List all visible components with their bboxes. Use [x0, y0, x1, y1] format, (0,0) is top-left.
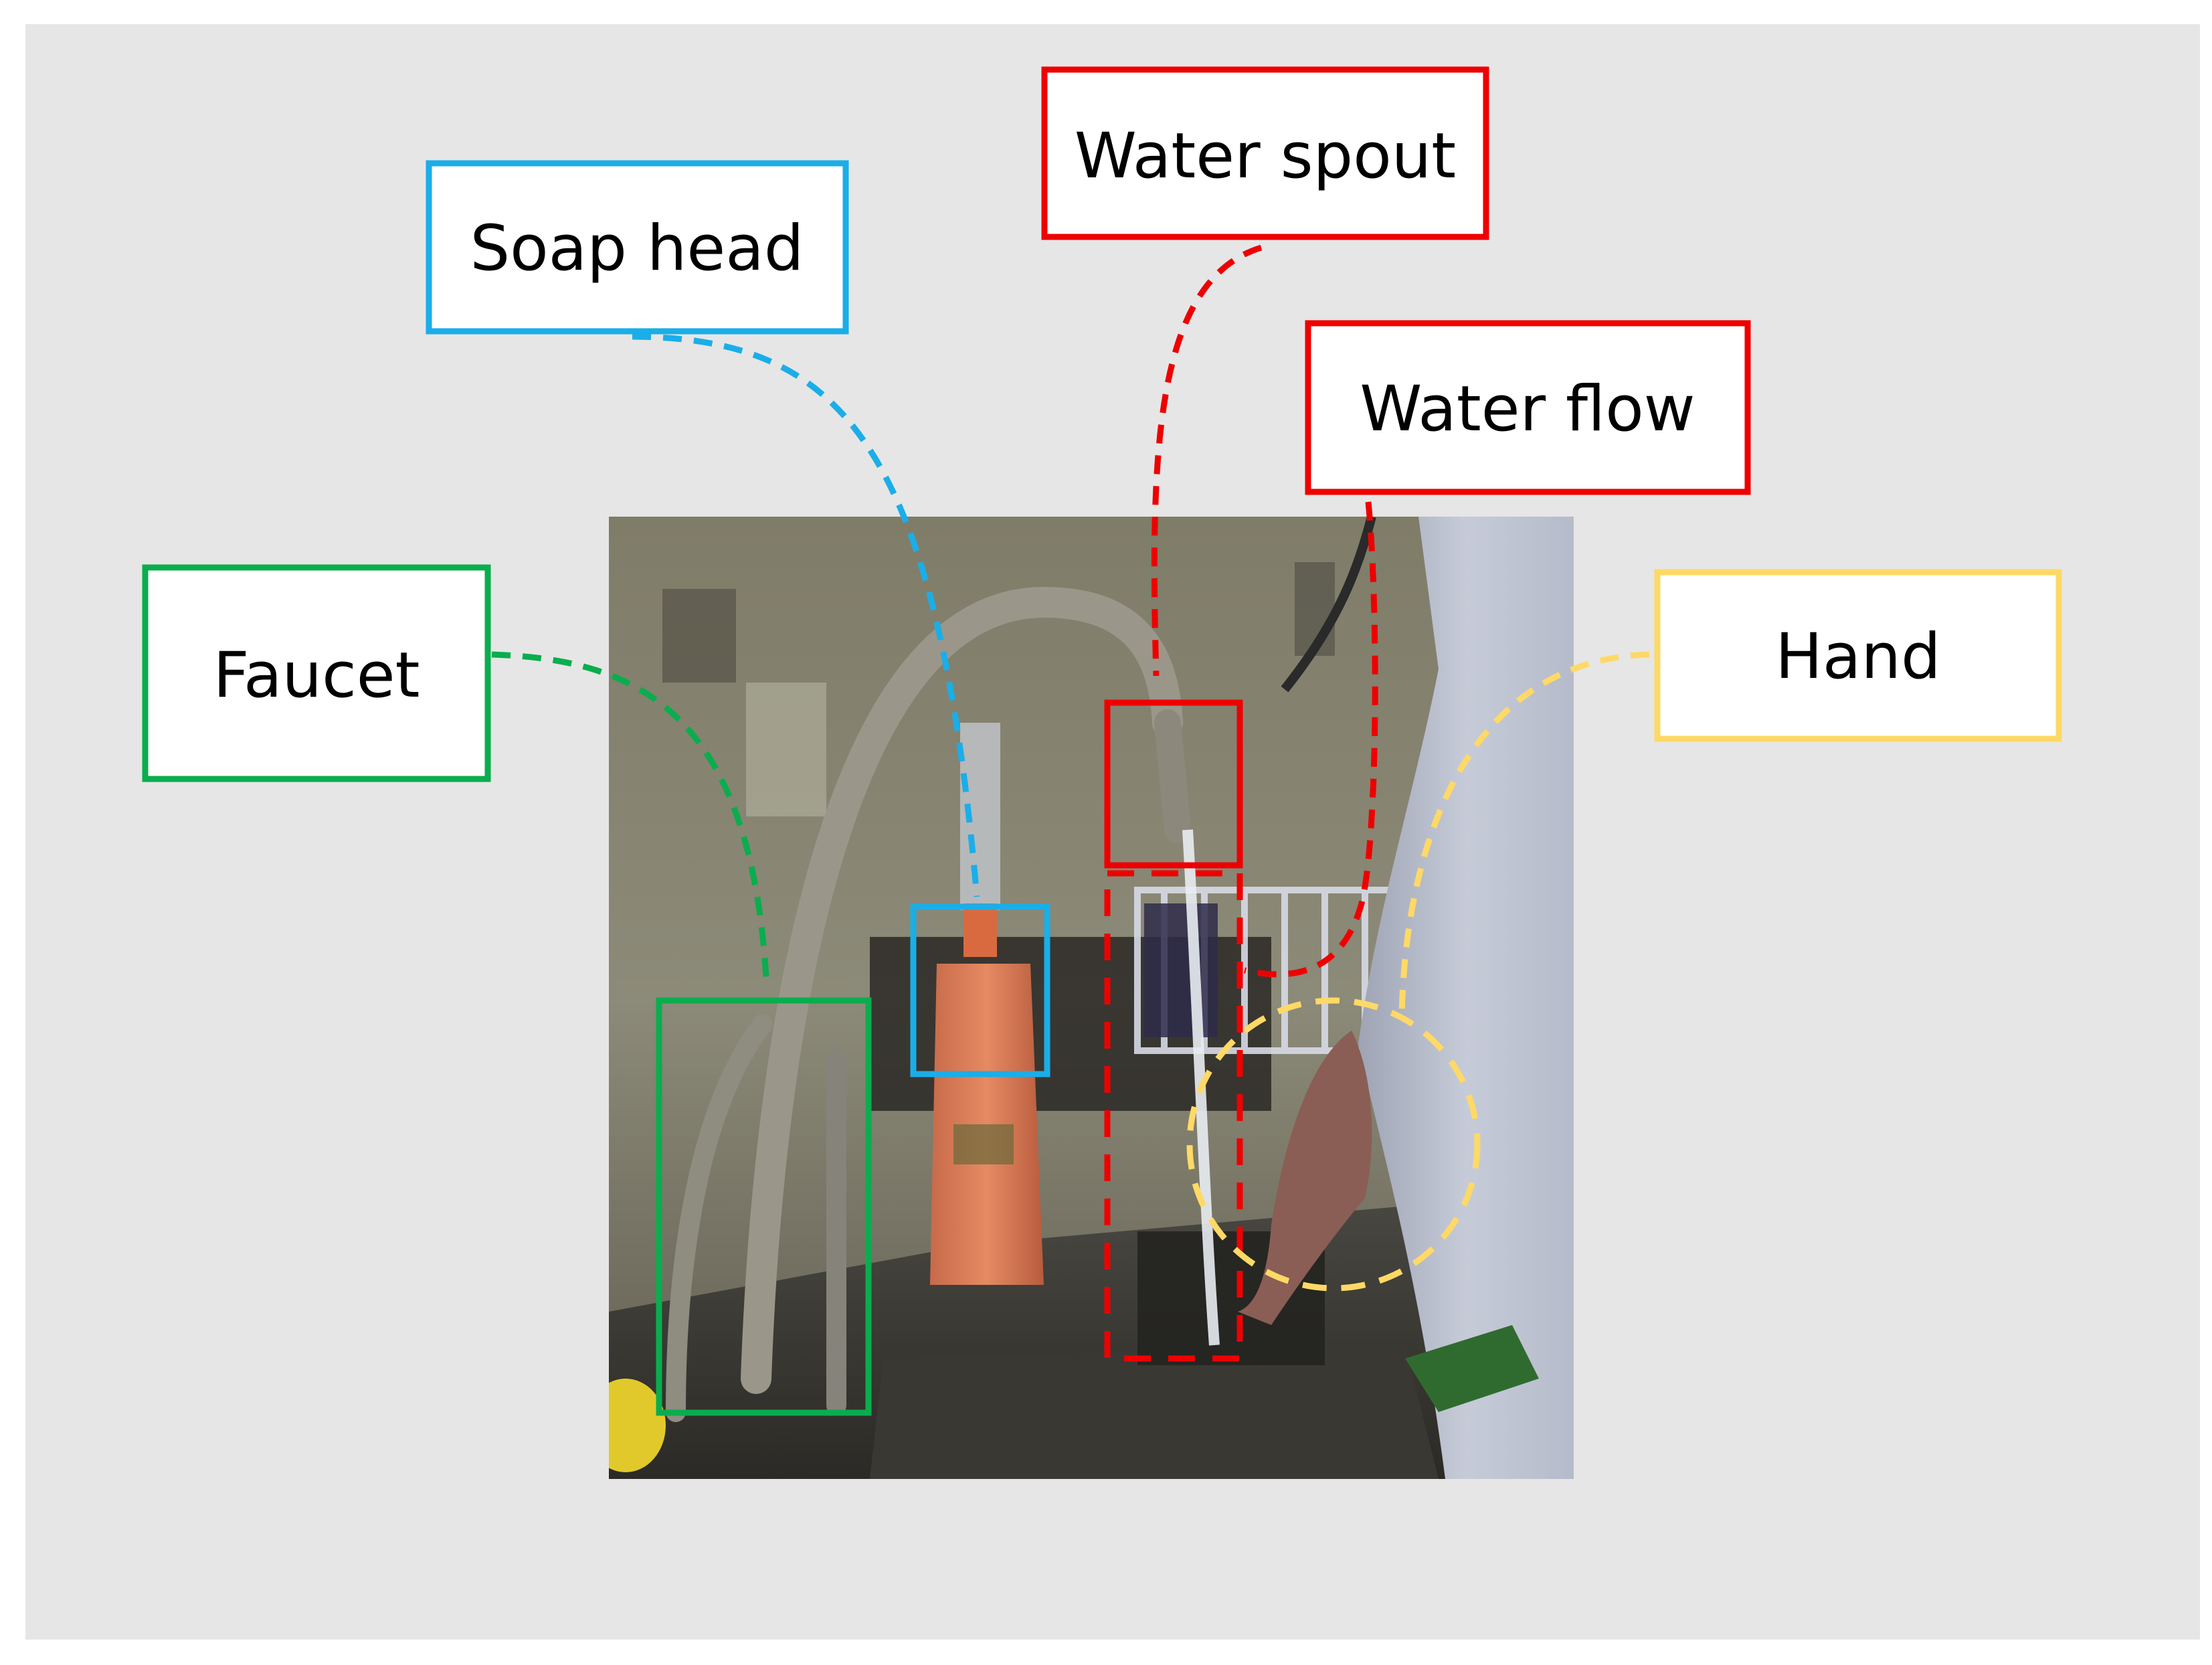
- faucet-bounding-box: [656, 997, 872, 1416]
- faucet-annotation: Faucet: [142, 564, 872, 1416]
- soap-head-leader-line: [632, 333, 980, 897]
- water-spout-leader-line: [1151, 244, 1263, 677]
- water-spout-label-box: [1041, 66, 1489, 240]
- faucet-label: Faucet: [213, 639, 420, 712]
- water-flow-bounding-box: [1104, 870, 1243, 1362]
- hand-label-box: [1654, 569, 2062, 742]
- water-spout-annotation: Water spout: [1041, 66, 1489, 869]
- water-spout-bounding-box: [1104, 699, 1243, 869]
- soap-head-label: Soap head: [470, 212, 804, 285]
- kitchen-sink-photo: [609, 517, 1574, 1479]
- water-flow-label-box: [1305, 320, 1751, 495]
- soap-head-annotation: Soap head: [426, 160, 1050, 1077]
- faucet-label-box: [142, 564, 491, 782]
- faucet-leader-line: [491, 651, 769, 978]
- hand-label: Hand: [1775, 620, 1941, 693]
- water-flow-leader-line: [1244, 501, 1378, 978]
- soap-head-label-box: [426, 160, 849, 335]
- soap-head-bounding-box: [910, 903, 1050, 1077]
- hand-annotation: Hand: [1186, 569, 2062, 1292]
- water-flow-annotation: Water flow: [1104, 320, 1751, 1362]
- hand-leader-line: [1398, 651, 1650, 1018]
- water-spout-label: Water spout: [1075, 120, 1456, 193]
- water-flow-label: Water flow: [1360, 373, 1695, 446]
- hand-bounding-circle: [1186, 997, 1481, 1292]
